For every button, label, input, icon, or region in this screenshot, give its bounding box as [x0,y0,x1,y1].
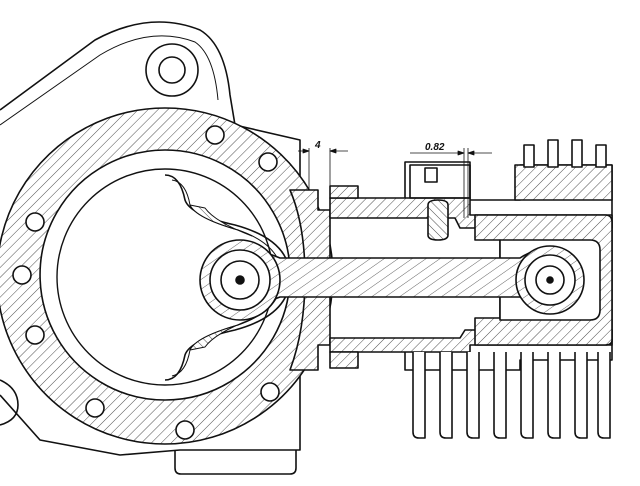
port-slot [424,167,438,183]
mounting-hole [158,56,186,84]
dimension-gap-right [410,148,492,218]
front-cover-ring [0,107,334,445]
head-fins-top [514,164,613,201]
bottom-fins [412,352,611,439]
dimension-label-gap-right: 0.82 [425,142,445,153]
crank-web-hatch [189,204,253,237]
crankcase-outline-inner [0,35,219,126]
mounting-lug [145,43,199,97]
wrist-pin [546,276,554,284]
cover-bolt-holes [12,125,280,440]
crankcase-outline [0,21,301,456]
crankpin [235,275,245,285]
seal-bottom [329,351,359,369]
lower-lug [0,379,19,426]
transfer-port [409,164,471,199]
mounting-tab [174,450,297,475]
port-ring [427,199,449,241]
seal-top [329,185,359,199]
dimension-gap-left [298,148,348,210]
top-fins [523,139,607,168]
crank-web-hatch-lower [189,318,253,351]
dimension-label-gap-left: 4 [314,140,321,151]
